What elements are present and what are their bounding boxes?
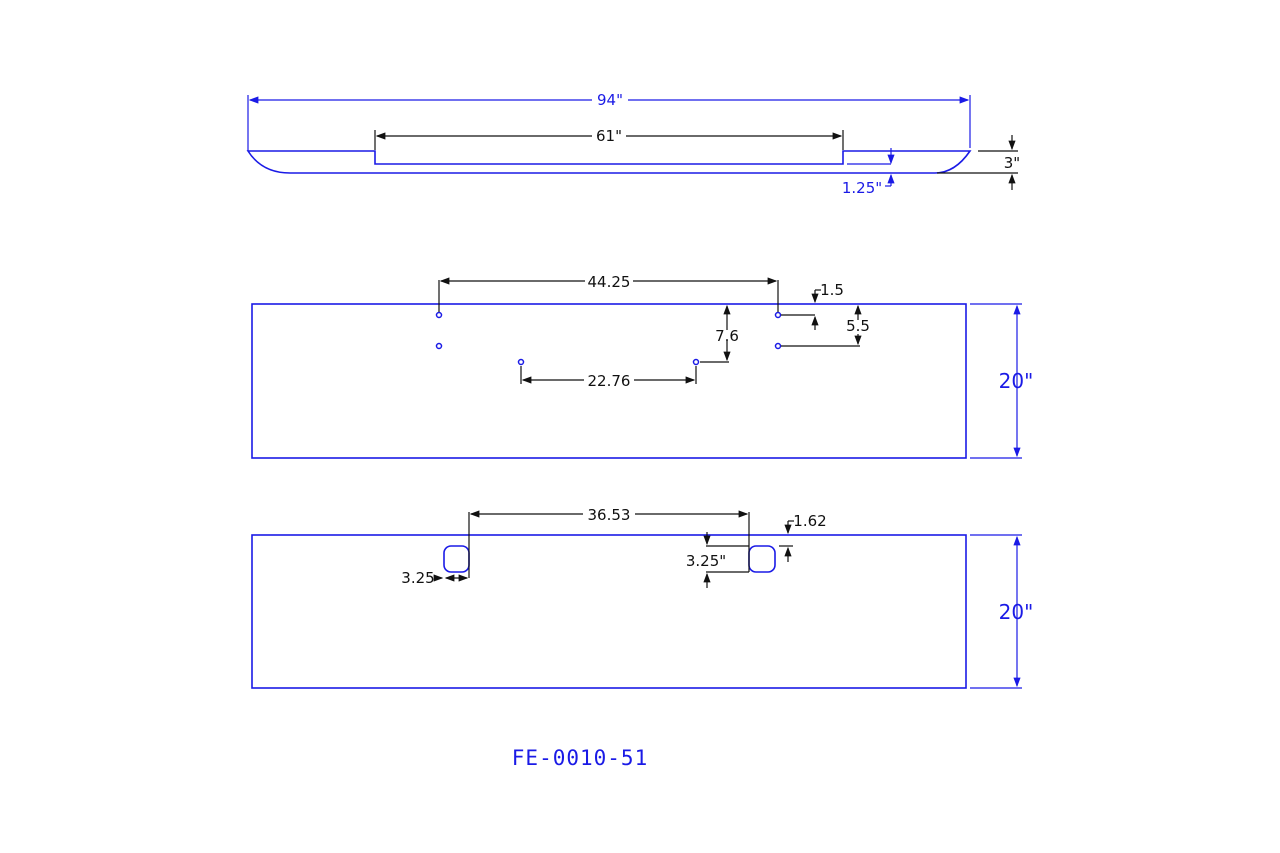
dim-inner-spacing: 22.76: [588, 372, 631, 390]
dim-slot-spacing: 36.53: [588, 506, 631, 524]
slot-panel-outline: [251, 534, 967, 689]
dim-slot-top-offset: 1.62: [793, 512, 826, 530]
dim-slot-panel-height: 20": [999, 600, 1034, 624]
dim-height: 3": [1004, 154, 1020, 172]
hole: [774, 342, 782, 350]
slot-panel-view: 36.53 3.25 3.25" 1.62 20": [251, 506, 1034, 689]
dim-panel-height: 20": [999, 369, 1034, 393]
hole: [517, 358, 525, 366]
part-number: FE-0010-51: [512, 746, 648, 770]
hole-panel-view: 44.25 22.76 7.6 1.5 5.5 20": [251, 273, 1034, 459]
side-profile-view: 94" 61" 1.25" 3": [246, 91, 1020, 197]
hole: [435, 311, 443, 319]
slot: [748, 545, 776, 573]
dim-slot-width: 3.25: [401, 569, 434, 587]
dim-hole-spacing: 44.25: [588, 273, 631, 291]
dim-vertical-spacing: 5.5: [846, 317, 870, 335]
dim-step: 1.25": [842, 179, 882, 197]
dim-inner-depth: 7.6: [715, 327, 739, 345]
hole: [692, 358, 700, 366]
dim-slot-height: 3.25": [686, 552, 726, 570]
dim-top-offset: 1.5: [820, 281, 844, 299]
dim-overall-length: 94": [597, 91, 623, 109]
slot: [443, 545, 470, 573]
side-profile-outline: [246, 150, 972, 174]
hole: [774, 311, 782, 319]
hole: [435, 342, 443, 350]
hole-panel-outline: [251, 303, 967, 459]
dim-recess-length: 61": [596, 127, 622, 145]
